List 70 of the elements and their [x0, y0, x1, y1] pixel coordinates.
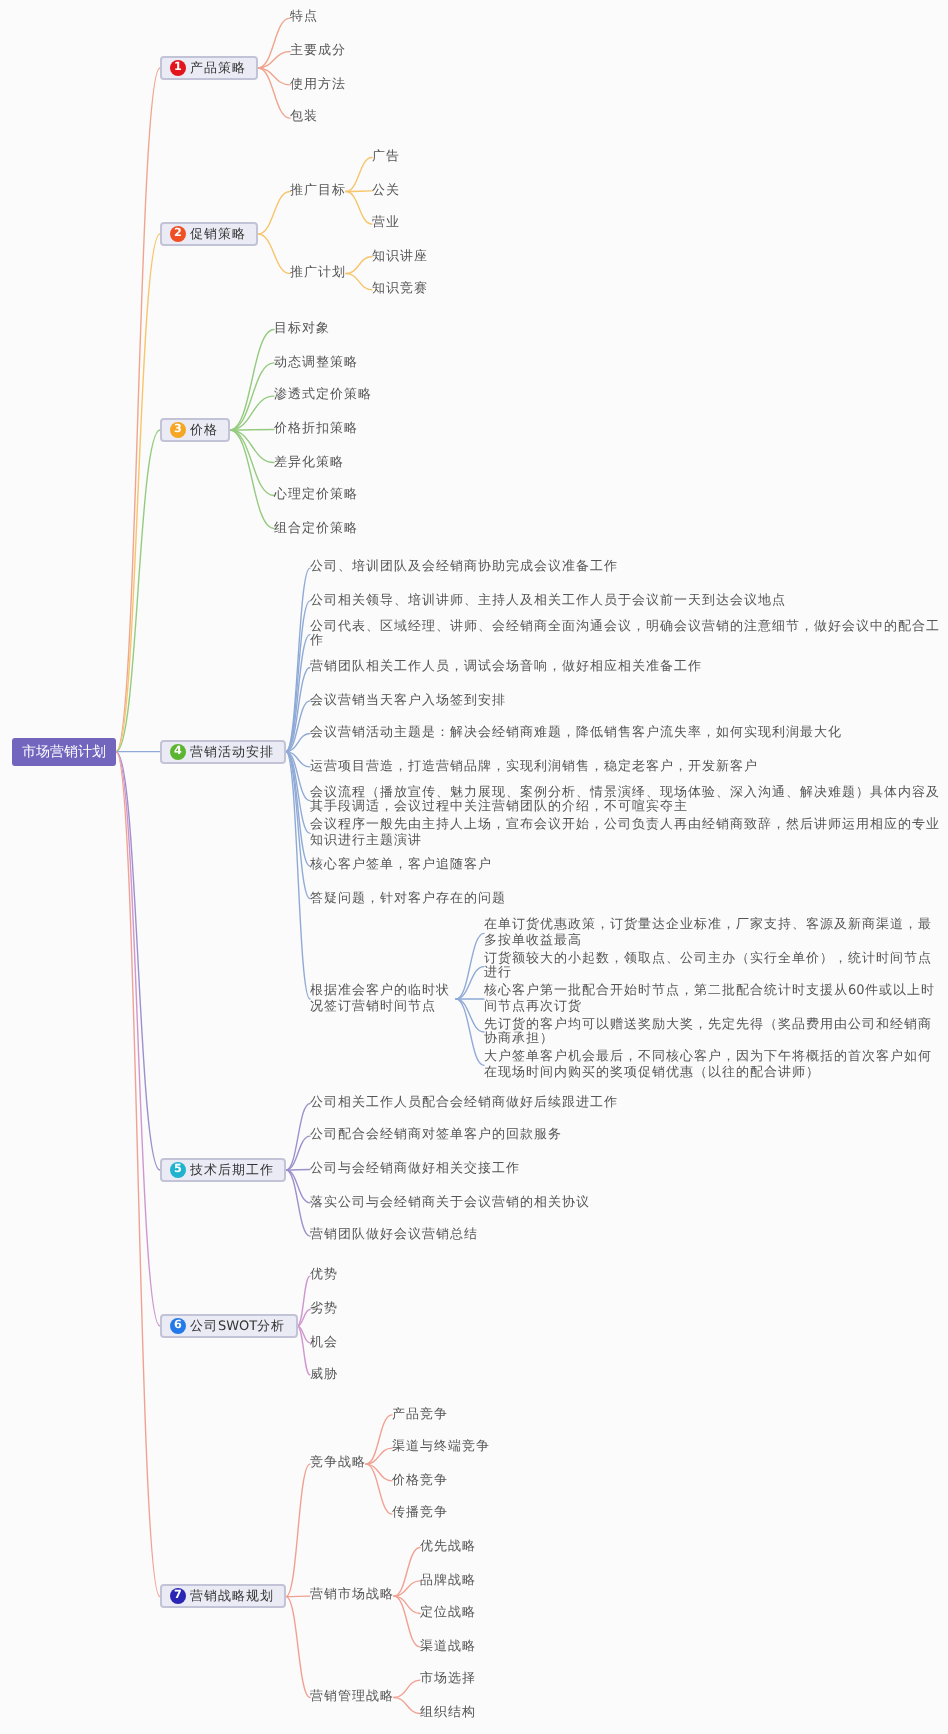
branch-box	[160, 222, 258, 246]
branch-line	[285, 1135, 311, 1171]
branch-line	[115, 429, 161, 753]
branch-line	[285, 1169, 311, 1204]
branch-line	[345, 190, 373, 193]
branch-line	[345, 272, 373, 291]
branch-line	[455, 965, 485, 1000]
branch-line	[285, 1168, 311, 1171]
branch-box	[160, 1314, 298, 1338]
branch-line	[365, 1463, 393, 1482]
branch-line	[115, 750, 161, 753]
branch-line	[229, 429, 275, 530]
branch-line	[229, 429, 275, 497]
branch-box	[160, 1158, 286, 1182]
branch-line	[115, 750, 161, 1598]
branch-box	[160, 1584, 286, 1609]
branch-line	[455, 932, 485, 1000]
branch-line	[285, 732, 311, 753]
branch-line	[296, 1275, 311, 1327]
branch-line	[285, 750, 311, 1000]
branch-line	[393, 1595, 421, 1648]
branch-line	[229, 328, 275, 431]
branch-box	[160, 56, 258, 80]
branch-line	[229, 362, 275, 431]
branch-line	[455, 998, 485, 1067]
branch-line	[345, 156, 373, 193]
branch-line	[115, 233, 161, 753]
branch-line	[285, 750, 311, 768]
branch-line	[257, 233, 291, 275]
branch-line	[285, 1595, 311, 1598]
branch-line	[296, 1325, 311, 1376]
branch-line	[115, 750, 161, 1171]
branch-line	[285, 1595, 311, 1699]
branch-line	[257, 190, 291, 235]
branch-line	[257, 67, 291, 86]
branch-line	[285, 633, 311, 753]
branch-line	[285, 1169, 311, 1237]
branch-line	[285, 750, 311, 900]
branch-line	[285, 1102, 311, 1171]
branch-line	[365, 1463, 393, 1515]
branch-box	[160, 739, 286, 764]
branch-line	[393, 1595, 421, 1615]
branch-line	[285, 750, 311, 802]
branch-line	[393, 1696, 421, 1715]
branch-line	[365, 1447, 393, 1465]
branch-line	[229, 429, 275, 464]
branch-line	[257, 17, 291, 69]
branch-line	[296, 1325, 311, 1344]
branch-line	[285, 567, 311, 753]
branch-line	[257, 50, 291, 69]
branch-line	[229, 428, 275, 431]
branch-line	[296, 1308, 311, 1327]
branch-line	[285, 1463, 311, 1598]
branch-line	[345, 190, 373, 225]
branch-line	[345, 255, 373, 275]
branch-box	[160, 418, 230, 442]
branch-line	[455, 998, 485, 1033]
branch-line	[229, 395, 275, 431]
branch-line	[115, 750, 161, 1327]
branch-line	[285, 750, 311, 867]
branch-line	[365, 1414, 393, 1465]
branch-line	[285, 666, 311, 753]
branch-line	[393, 1546, 421, 1597]
branch-line	[393, 1580, 421, 1597]
branch-line	[285, 700, 311, 753]
branch-line	[115, 67, 161, 753]
branch-line	[455, 998, 485, 1000]
branch-line	[285, 750, 311, 835]
branch-line	[257, 67, 291, 119]
branch-line	[393, 1679, 421, 1699]
